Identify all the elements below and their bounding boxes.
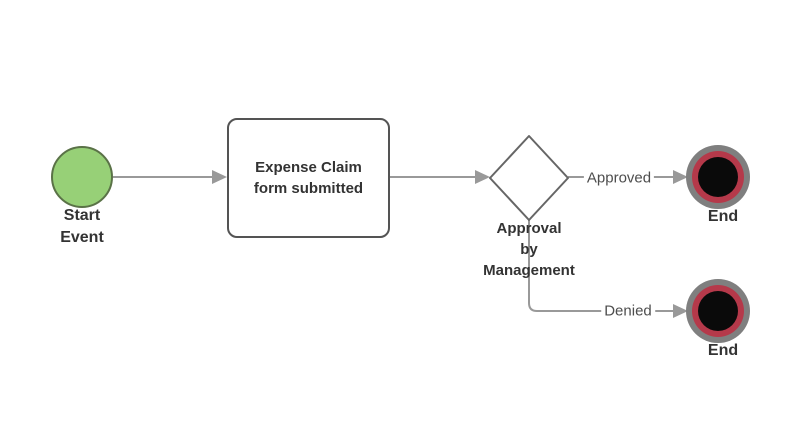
decision-diamond xyxy=(489,135,569,221)
task-label: Expense Claim form submitted xyxy=(253,159,364,197)
gateway-label: Approval by Management xyxy=(483,220,575,279)
arrowhead-icon xyxy=(673,304,688,318)
arrowhead-icon xyxy=(212,170,227,184)
arrowhead-icon xyxy=(475,170,490,184)
denied-edge-label: Denied xyxy=(601,302,655,320)
task-node: Expense Claim form submitted xyxy=(227,118,390,238)
flow-gateway-to-end-denied xyxy=(528,220,674,312)
end-event-core xyxy=(698,157,738,197)
approved-edge-label: Approved xyxy=(583,169,655,187)
end-event-denied-circle xyxy=(686,279,750,343)
start-event-label: Start Event xyxy=(60,207,104,246)
end-event-red-ring xyxy=(692,151,744,203)
end-event-denied-label: End xyxy=(707,342,739,359)
end-event-approved-circle xyxy=(686,145,750,209)
start-event-circle xyxy=(51,146,113,208)
end-event-red-ring xyxy=(692,285,744,337)
arrowhead-icon xyxy=(673,170,688,184)
end-event-approved-label: End xyxy=(707,208,739,225)
end-event-core xyxy=(698,291,738,331)
